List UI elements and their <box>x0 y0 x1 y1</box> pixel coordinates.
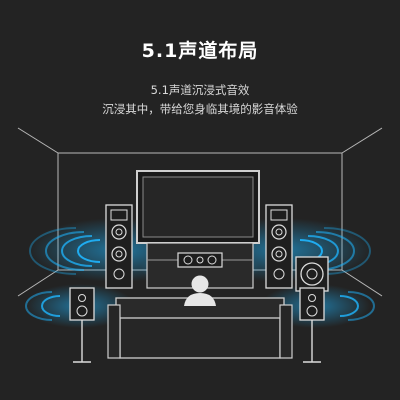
center-speaker-icon <box>177 252 223 268</box>
page-description: 沉浸其中，带给您身临其境的影音体验 <box>102 102 298 116</box>
page-title: 5.1声道布局 <box>141 40 259 62</box>
page-subtitle: 5.1声道沉浸式音效 <box>150 83 250 97</box>
sofa-icon <box>107 297 293 359</box>
tv-icon <box>136 170 260 244</box>
front-right-speaker-icon <box>265 204 293 289</box>
rear-right-speaker-icon <box>299 287 325 363</box>
listener-icon <box>184 275 216 306</box>
subwoofer-icon <box>295 256 329 292</box>
rear-left-speaker-icon <box>69 287 95 363</box>
front-left-speaker-icon <box>105 204 133 289</box>
